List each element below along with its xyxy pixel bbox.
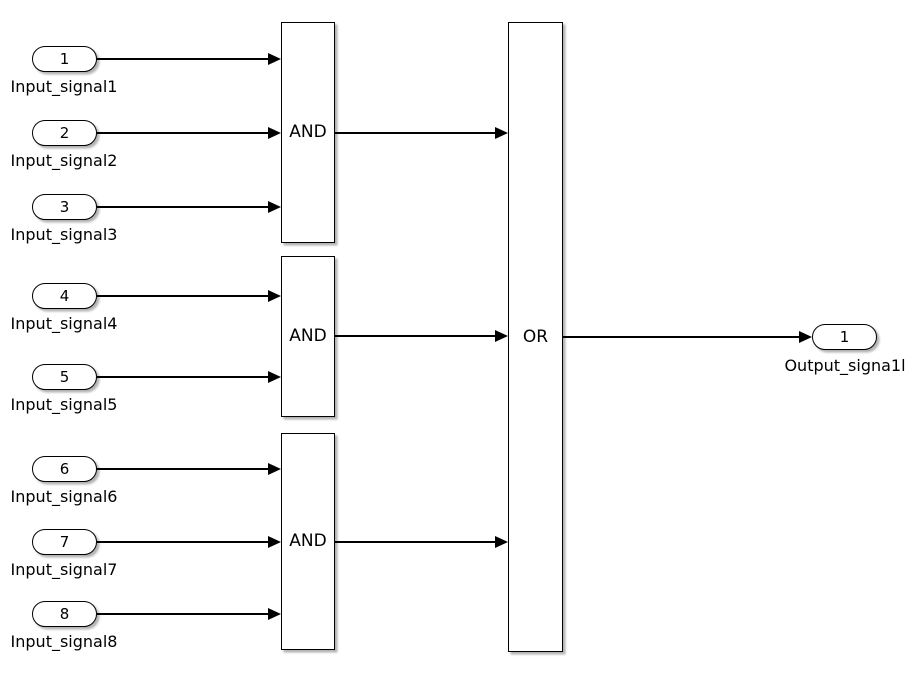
outport-number: 1 — [839, 327, 850, 346]
inport-number: 1 — [59, 49, 70, 68]
and-gate-2[interactable]: AND — [281, 256, 335, 417]
outport-block-1[interactable]: 1 — [812, 324, 877, 350]
arrowhead-icon — [268, 127, 281, 139]
inport-block-3[interactable]: 3 — [32, 194, 97, 220]
arrowhead-icon — [495, 536, 508, 548]
signal-wire[interactable] — [97, 376, 268, 378]
arrowhead-icon — [268, 290, 281, 302]
inport-label-3[interactable]: Input_signal3 — [10, 225, 118, 244]
arrowhead-icon — [799, 331, 812, 343]
inport-label-6[interactable]: Input_signal6 — [10, 487, 118, 506]
inport-block-8[interactable]: 8 — [32, 601, 97, 627]
inport-block-4[interactable]: 4 — [32, 283, 97, 309]
arrowhead-icon — [268, 536, 281, 548]
signal-wire[interactable] — [563, 336, 799, 338]
signal-wire[interactable] — [335, 132, 495, 134]
inport-label-2[interactable]: Input_signal2 — [10, 151, 118, 170]
inport-label-7[interactable]: Input_signal7 — [10, 560, 118, 579]
and-gate-label: AND — [289, 531, 327, 551]
arrowhead-icon — [268, 53, 281, 65]
arrowhead-icon — [268, 463, 281, 475]
signal-wire[interactable] — [97, 613, 268, 615]
inport-block-7[interactable]: 7 — [32, 529, 97, 555]
signal-wire[interactable] — [335, 541, 495, 543]
inport-label-4[interactable]: Input_signal4 — [10, 314, 118, 333]
and-gate-label: AND — [289, 326, 327, 346]
inport-number: 7 — [59, 532, 70, 551]
arrowhead-icon — [495, 330, 508, 342]
inport-number: 3 — [59, 197, 70, 216]
inport-number: 5 — [59, 367, 70, 386]
and-gate-label: AND — [289, 122, 327, 142]
or-gate[interactable]: OR — [508, 22, 563, 652]
arrowhead-icon — [495, 127, 508, 139]
inport-number: 8 — [59, 604, 70, 623]
outport-label[interactable]: Output_signa1l — [784, 356, 906, 375]
signal-wire[interactable] — [335, 335, 495, 337]
signal-wire[interactable] — [97, 132, 268, 134]
and-gate-3[interactable]: AND — [281, 433, 335, 650]
arrowhead-icon — [268, 371, 281, 383]
signal-wire[interactable] — [97, 206, 268, 208]
inport-label-8[interactable]: Input_signal8 — [10, 632, 118, 651]
signal-wire[interactable] — [97, 295, 268, 297]
inport-number: 4 — [59, 286, 70, 305]
inport-block-6[interactable]: 6 — [32, 456, 97, 482]
inport-number: 6 — [59, 459, 70, 478]
arrowhead-icon — [268, 201, 281, 213]
or-gate-label: OR — [522, 326, 549, 347]
inport-block-5[interactable]: 5 — [32, 364, 97, 390]
inport-number: 2 — [59, 123, 70, 142]
inport-block-1[interactable]: 1 — [32, 46, 97, 72]
signal-wire[interactable] — [97, 58, 268, 60]
arrowhead-icon — [268, 608, 281, 620]
inport-block-2[interactable]: 2 — [32, 120, 97, 146]
signal-wire[interactable] — [97, 541, 268, 543]
signal-wire[interactable] — [97, 468, 268, 470]
and-gate-1[interactable]: AND — [281, 22, 335, 243]
inport-label-1[interactable]: Input_signal1 — [10, 77, 118, 96]
inport-label-5[interactable]: Input_signal5 — [10, 395, 118, 414]
